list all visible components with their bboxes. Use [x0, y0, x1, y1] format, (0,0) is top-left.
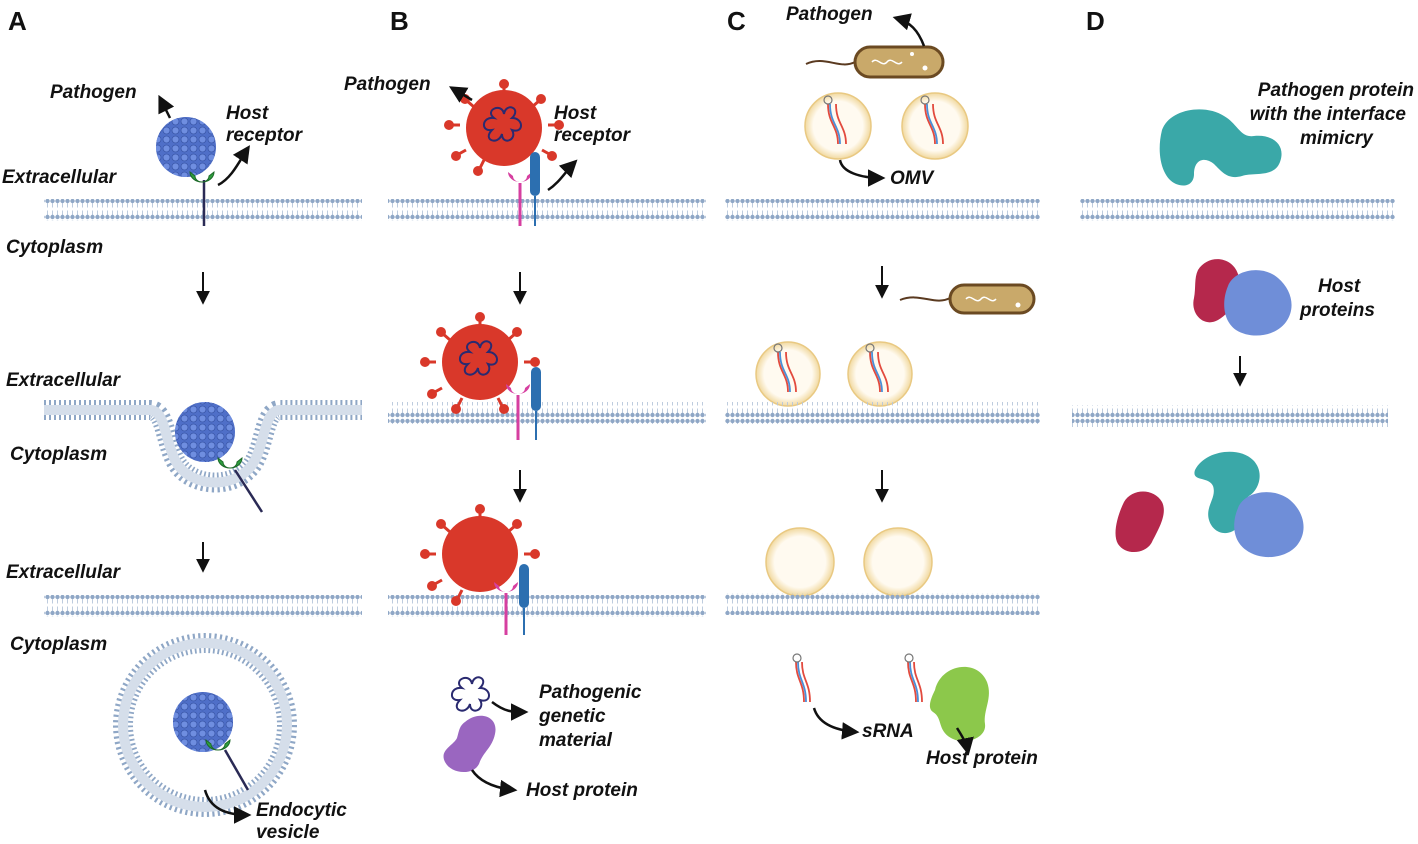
label-d-proteins: proteins	[1300, 300, 1375, 321]
membrane-b3	[388, 595, 706, 617]
omv-empty-1	[765, 527, 835, 597]
label-b-genetic: genetic	[539, 706, 606, 727]
label-d-mimic-2: with the interface	[1249, 104, 1406, 125]
receptor-a2	[217, 456, 243, 469]
omv-c4	[847, 341, 913, 407]
bacterium-c2	[899, 283, 1036, 315]
blue-receptor-b1	[530, 152, 540, 196]
label-a-cytoplasm-2: Cytoplasm	[10, 444, 108, 465]
label-a-host: Host	[226, 103, 269, 124]
bacterium-c1	[805, 45, 945, 79]
label-d-host: Host	[1318, 276, 1361, 297]
membrane-c2	[725, 402, 1040, 424]
label-a-cytoplasm-3: Cytoplasm	[10, 634, 108, 655]
label-a-pathogen: Pathogen	[50, 82, 137, 103]
omv-c1	[804, 92, 872, 160]
membrane-b1	[388, 199, 706, 221]
teal-mimic-protein	[1159, 109, 1282, 186]
membrane-d1	[1080, 199, 1395, 221]
label-b-pathogen: Pathogen	[344, 74, 431, 95]
srna-c1	[792, 653, 811, 703]
purple-host-protein-b	[443, 715, 496, 773]
label-b-pathogenic: Pathogenic	[539, 682, 642, 703]
label-b-receptor: receptor	[554, 125, 631, 146]
label-c-srna: sRNA	[862, 721, 914, 742]
label-d-mimic-3: mimicry	[1300, 128, 1373, 149]
label-a-vesicle: vesicle	[256, 822, 320, 843]
receptor-a1	[189, 170, 215, 183]
omv-c2	[901, 92, 969, 160]
panel-letter-a: A	[8, 6, 27, 36]
label-c-host-protein: Host protein	[926, 748, 1038, 769]
membrane-c1	[725, 199, 1040, 221]
omv-c3	[755, 341, 821, 407]
panel-letter-d: D	[1086, 6, 1105, 36]
receptor-a3	[205, 738, 231, 751]
srna-c2	[904, 653, 923, 703]
pink-receptor-b2	[506, 384, 530, 394]
virus-b1	[444, 79, 564, 176]
crimson-protein-d2	[1115, 491, 1164, 553]
label-b-host: Host	[554, 103, 597, 124]
blue-receptor-b2	[531, 367, 541, 411]
label-a-cytoplasm-1: Cytoplasm	[6, 237, 104, 258]
label-a-endocytic: Endocytic	[256, 800, 347, 821]
membrane-a3	[44, 595, 362, 617]
label-b-material: material	[539, 730, 612, 751]
panel-a	[44, 94, 362, 824]
label-c-omv: OMV	[890, 168, 934, 189]
panel-b	[388, 79, 706, 798]
label-a-extracellular-1: Extracellular	[2, 167, 117, 188]
panel-d	[1072, 109, 1395, 558]
label-a-extracellular-3: Extracellular	[6, 562, 121, 583]
periwinkle-protein-d2	[1234, 492, 1304, 558]
genetic-material	[451, 676, 490, 712]
label-d-mimic-1: Pathogen protein	[1257, 80, 1414, 101]
omv-empty-2	[863, 527, 933, 597]
virus-b2	[420, 312, 540, 414]
label-c-pathogen: Pathogen	[786, 4, 873, 25]
lime-host-protein	[929, 666, 989, 742]
panel-letter-b: B	[390, 6, 409, 36]
pink-receptor-b1	[508, 172, 532, 182]
label-a-receptor: receptor	[226, 125, 303, 146]
virus-b3	[420, 504, 540, 606]
label-a-extracellular-2: Extracellular	[6, 370, 121, 391]
pink-receptor-b3	[494, 582, 518, 592]
membrane-b2	[388, 402, 706, 424]
panel-c	[725, 13, 1040, 756]
panel-letter-c: C	[727, 6, 746, 36]
periwinkle-protein-d1	[1224, 270, 1292, 336]
membrane-c3	[725, 593, 1040, 615]
label-b-host-protein: Host protein	[526, 780, 638, 801]
blue-receptor-b3	[519, 564, 529, 608]
membrane-d2	[1072, 405, 1388, 427]
